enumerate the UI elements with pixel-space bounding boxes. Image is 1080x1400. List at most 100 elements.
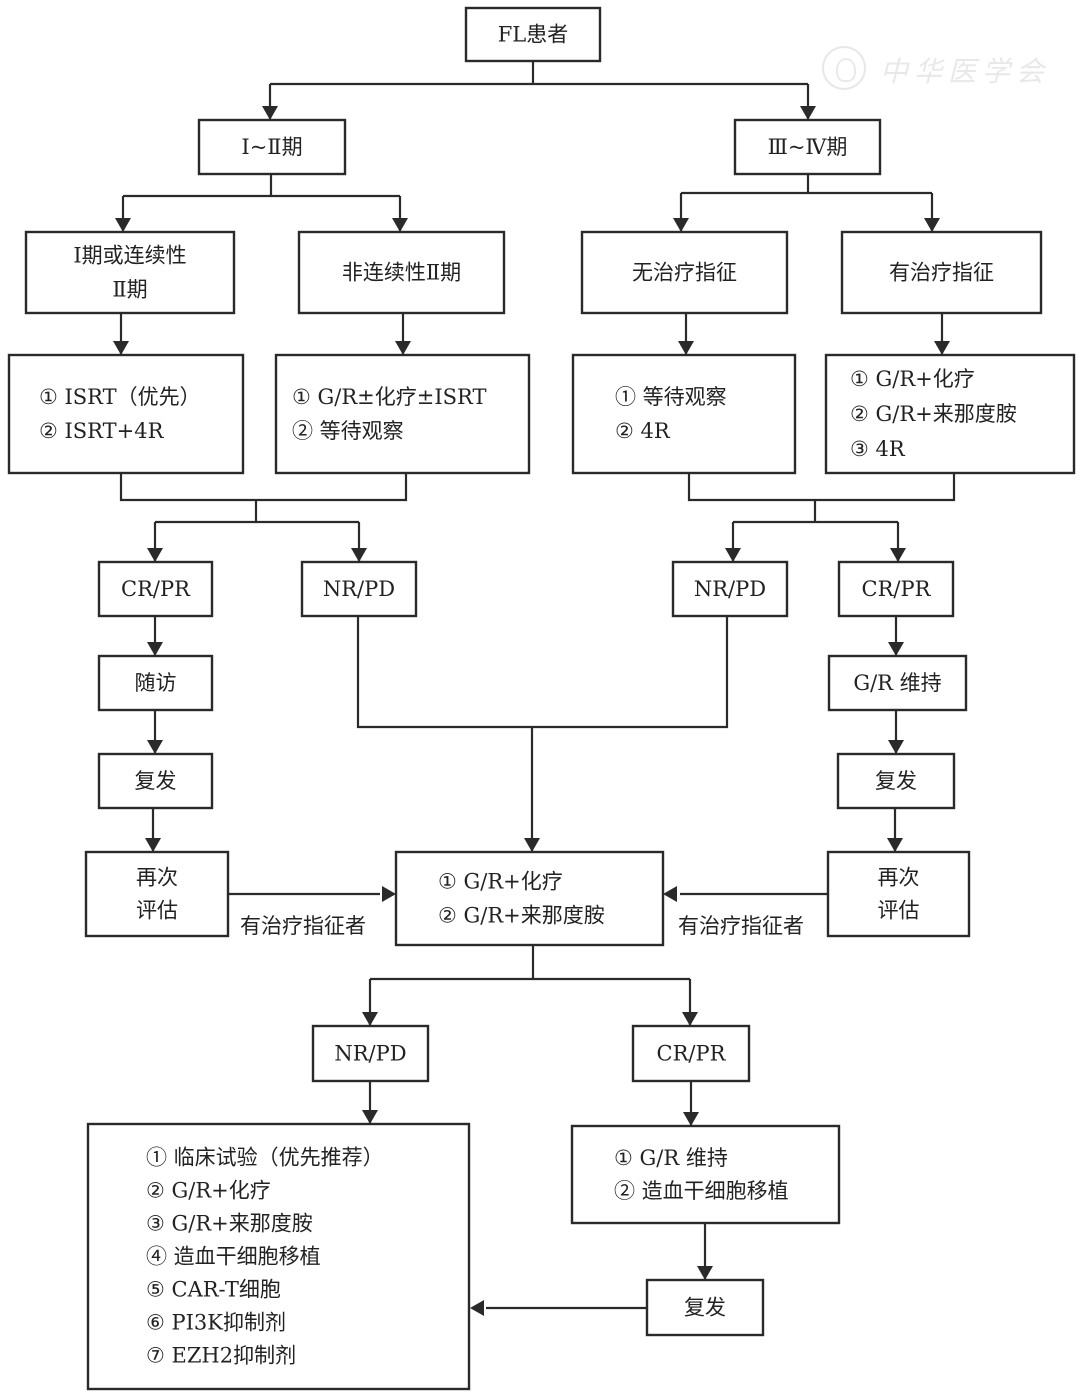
node-text-line: ① ISRT（优先） — [39, 385, 201, 409]
node-box — [733, 118, 882, 176]
node-box — [97, 560, 214, 618]
node-left-crpr: CR/PR — [97, 560, 214, 618]
node-box — [571, 353, 797, 475]
node-text-line: ① G/R+化疗 — [438, 870, 563, 894]
node-second-line: ① G/R+化疗 ② G/R+来那度胺 — [394, 850, 665, 947]
node-text-line: ① G/R 维持 — [614, 1146, 728, 1170]
node-text-line: ② 等待观察 — [292, 419, 404, 443]
arrowhead-icon — [697, 1266, 713, 1280]
arrowhead-icon — [395, 341, 411, 355]
node-tx-contiguous: ① ISRT（优先）② ISRT+4R — [7, 353, 245, 475]
node-box — [671, 560, 789, 618]
arrowhead-icon — [147, 548, 163, 562]
node-root: FL患者 — [464, 6, 602, 63]
node-text-line: Ⅰ~Ⅱ期 — [241, 135, 302, 159]
node-box — [311, 1024, 430, 1083]
node-box — [394, 850, 665, 947]
arrowhead-icon — [470, 1300, 484, 1316]
node-text-line: 再次 — [136, 866, 178, 890]
node-text-line: ③ G/R+来那度胺 — [146, 1212, 313, 1236]
node-box — [274, 353, 531, 475]
node-text-line: ① G/R±化疗±ISRT — [292, 385, 487, 409]
node-box — [840, 230, 1043, 315]
watermark: 中华医学会 — [822, 46, 1044, 96]
arrowhead-icon — [934, 341, 950, 355]
node-text-line: G/R 维持 — [853, 671, 941, 695]
node-box — [464, 6, 602, 63]
edge-labels: 有治疗指征者 有治疗指征者 — [240, 914, 804, 938]
node-box — [570, 1124, 841, 1225]
arrowhead-icon — [683, 1112, 699, 1126]
connectors — [113, 61, 956, 1316]
node-box — [826, 850, 971, 938]
node-consolidation: ① G/R 维持 ② 造血干细胞移植 — [570, 1124, 841, 1225]
node-left-relapse: 复发 — [97, 752, 214, 810]
node-text-line: ③ 4R — [850, 437, 906, 461]
node-box — [297, 230, 506, 315]
node-box — [837, 560, 955, 618]
node-text-line: Ⅲ~Ⅳ期 — [768, 135, 848, 159]
node-late-no-indication: 无治疗指征 — [580, 230, 789, 315]
node-early-noncontiguous: 非连续性Ⅱ期 — [297, 230, 506, 315]
node-box — [197, 118, 347, 176]
node-text-line: ⑥ PI3K抑制剂 — [146, 1311, 286, 1335]
node-text-line: ① 等待观察 — [615, 385, 727, 409]
node-text-line: Ⅰ期或连续性 — [73, 244, 186, 268]
node-text-line: ② 造血干细胞移植 — [614, 1179, 789, 1203]
node-box — [836, 752, 956, 810]
node-text-line: 有治疗指征 — [889, 261, 994, 285]
node-box — [827, 654, 968, 712]
node-right-crpr: CR/PR — [837, 560, 955, 618]
node-text-line: NR/PD — [323, 577, 395, 601]
node-tx-noncontiguous: ① G/R±化疗±ISRT ② 等待观察 — [274, 353, 531, 475]
node-tx-no-indication: ① 等待观察 ② 4R — [571, 353, 797, 475]
node-bottom-relapse: 复发 — [645, 1278, 765, 1337]
node-box — [645, 1278, 765, 1337]
node-bottom-crpr: CR/PR — [631, 1024, 751, 1083]
node-box — [84, 850, 230, 938]
arrowhead-icon — [888, 740, 904, 754]
seal-logo-icon — [822, 46, 866, 90]
node-text-line: ② G/R+来那度胺 — [438, 904, 605, 928]
node-stage-late: Ⅲ~Ⅳ期 — [733, 118, 882, 176]
arrowhead-icon — [890, 548, 906, 562]
node-tx-indication: ① G/R+化疗 ② G/R+来那度胺 ③ 4R — [824, 353, 1076, 475]
arrowhead-icon — [351, 548, 367, 562]
node-text-line: ② G/R+来那度胺 — [850, 402, 1017, 426]
arrowhead-icon — [362, 1012, 378, 1026]
connector-line — [119, 473, 408, 502]
node-right-nrpd: NR/PD — [671, 560, 789, 618]
node-bottom-nrpd: NR/PD — [311, 1024, 430, 1083]
node-text-line: ① G/R+化疗 — [850, 367, 975, 391]
node-text-line: CR/PR — [657, 1042, 727, 1066]
node-late-indication: 有治疗指征 — [840, 230, 1043, 315]
node-text-line: 非连续性Ⅱ期 — [342, 261, 461, 285]
node-text-line: ② 4R — [615, 419, 671, 443]
arrowhead-icon — [262, 106, 278, 120]
node-box — [300, 560, 418, 618]
arrowhead-icon — [924, 218, 940, 232]
node-text-line: ① 临床试验（优先推荐） — [146, 1146, 384, 1170]
node-box — [24, 230, 236, 315]
node-text-line: 评估 — [878, 899, 920, 923]
arrowhead-icon — [663, 886, 677, 902]
node-text-line: ② G/R+化疗 — [146, 1179, 271, 1203]
arrowhead-icon — [382, 886, 396, 902]
node-text-line: 随访 — [135, 671, 177, 695]
arrowhead-icon — [145, 838, 161, 852]
node-text-line: CR/PR — [121, 577, 191, 601]
arrowhead-icon — [147, 740, 163, 754]
node-left-nrpd: NR/PD — [300, 560, 418, 618]
node-box — [580, 230, 789, 315]
arrowhead-icon — [524, 838, 540, 852]
node-text-line: ④ 造血干细胞移植 — [146, 1245, 321, 1269]
arrowhead-icon — [678, 341, 694, 355]
node-text-line: 再次 — [878, 866, 920, 890]
node-text-line: 无治疗指征 — [632, 261, 737, 285]
connector-line — [687, 473, 956, 502]
arrowhead-icon — [392, 218, 408, 232]
node-text-line: 复发 — [135, 769, 177, 793]
node-text-line: NR/PD — [694, 577, 766, 601]
